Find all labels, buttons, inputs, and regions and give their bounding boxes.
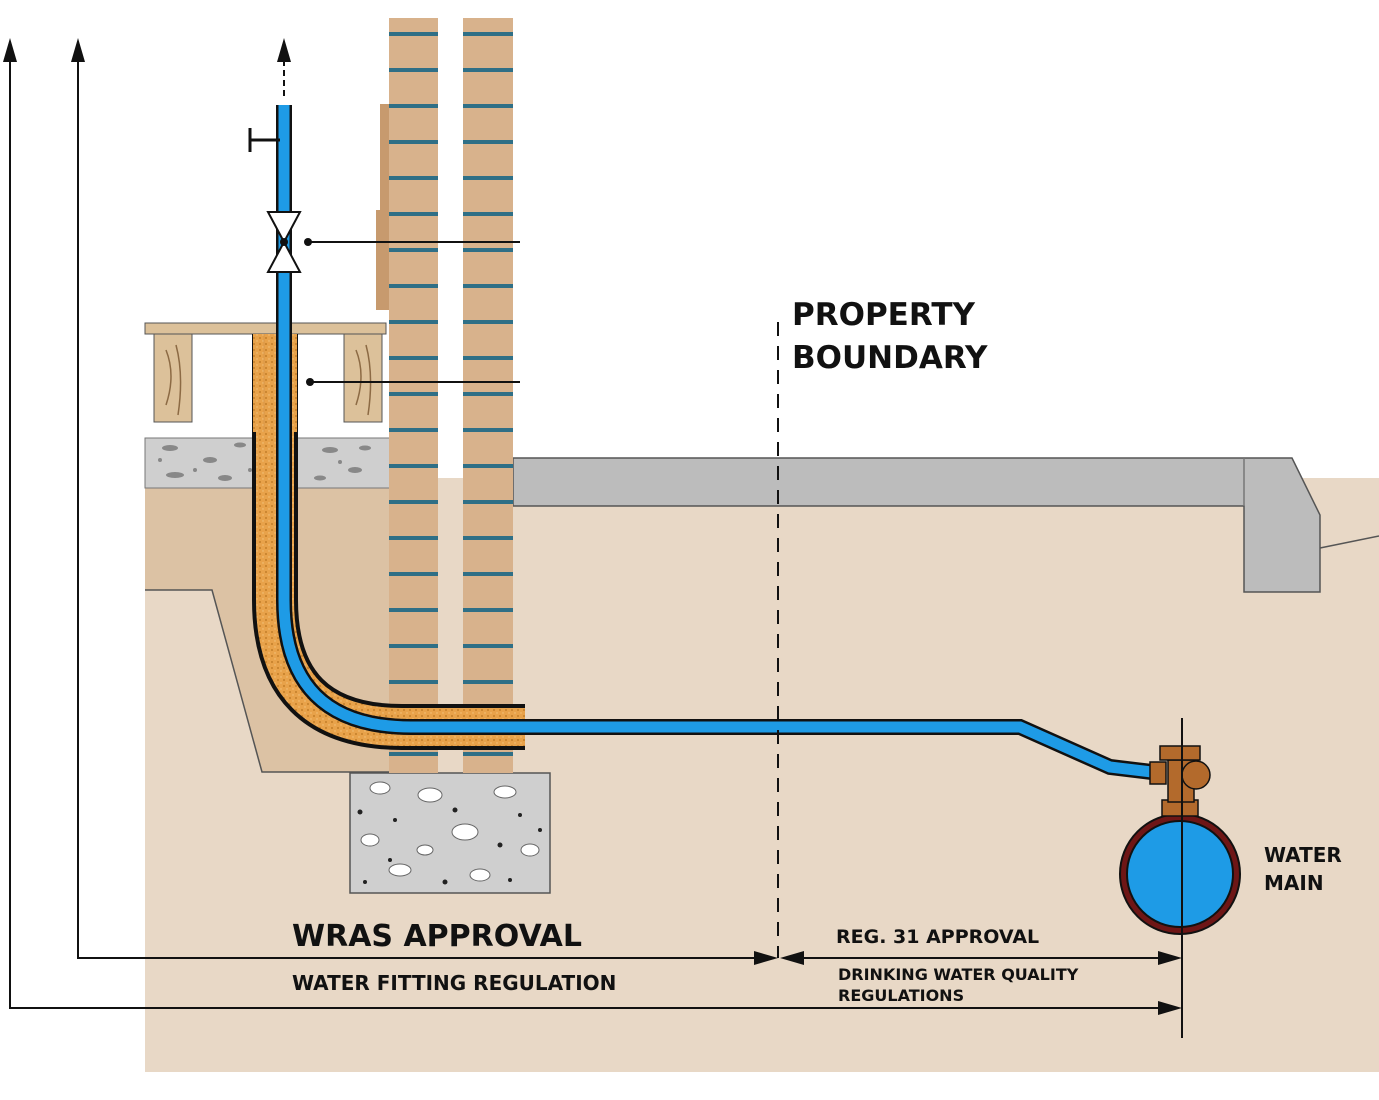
- ground-step: [1320, 536, 1379, 600]
- drinking-water-label-line1: DRINKING WATER QUALITY: [838, 965, 1079, 984]
- drain-tap: [248, 128, 280, 152]
- inner-brick-wall: [389, 18, 438, 773]
- reg31-extent-arrow: [780, 951, 1182, 965]
- property-boundary-label-line2: BOUNDARY: [792, 340, 988, 376]
- water-main-label-line1: WATER: [1264, 843, 1342, 867]
- property-boundary-label-line1: PROPERTY: [792, 297, 975, 333]
- wras-approval-label: WRAS APPROVAL: [292, 919, 582, 954]
- joist-right: [343, 333, 383, 423]
- stop-valve: [266, 211, 302, 273]
- internal-supply-arrow: [277, 38, 291, 100]
- outer-brick-wall: [463, 18, 513, 773]
- pavement: [512, 457, 1321, 593]
- wall-lining: [376, 104, 389, 310]
- water-fitting-regulation-label: WATER FITTING REGULATION: [292, 971, 616, 995]
- water-main: [1119, 813, 1241, 935]
- reg31-approval-label: REG. 31 APPROVAL: [836, 926, 1039, 948]
- ground-soil: [145, 478, 1379, 1072]
- drinking-water-extent-arrow: [3, 38, 1182, 1015]
- water-fitting-extent-arrow: [71, 38, 778, 965]
- drinking-water-label-line2: REGULATIONS: [838, 986, 964, 1005]
- joist-left: [153, 333, 193, 423]
- water-main-label-line2: MAIN: [1264, 871, 1324, 895]
- insulation-leader: [306, 378, 520, 386]
- valve-leader: [304, 238, 520, 246]
- floorboard: [144, 322, 387, 335]
